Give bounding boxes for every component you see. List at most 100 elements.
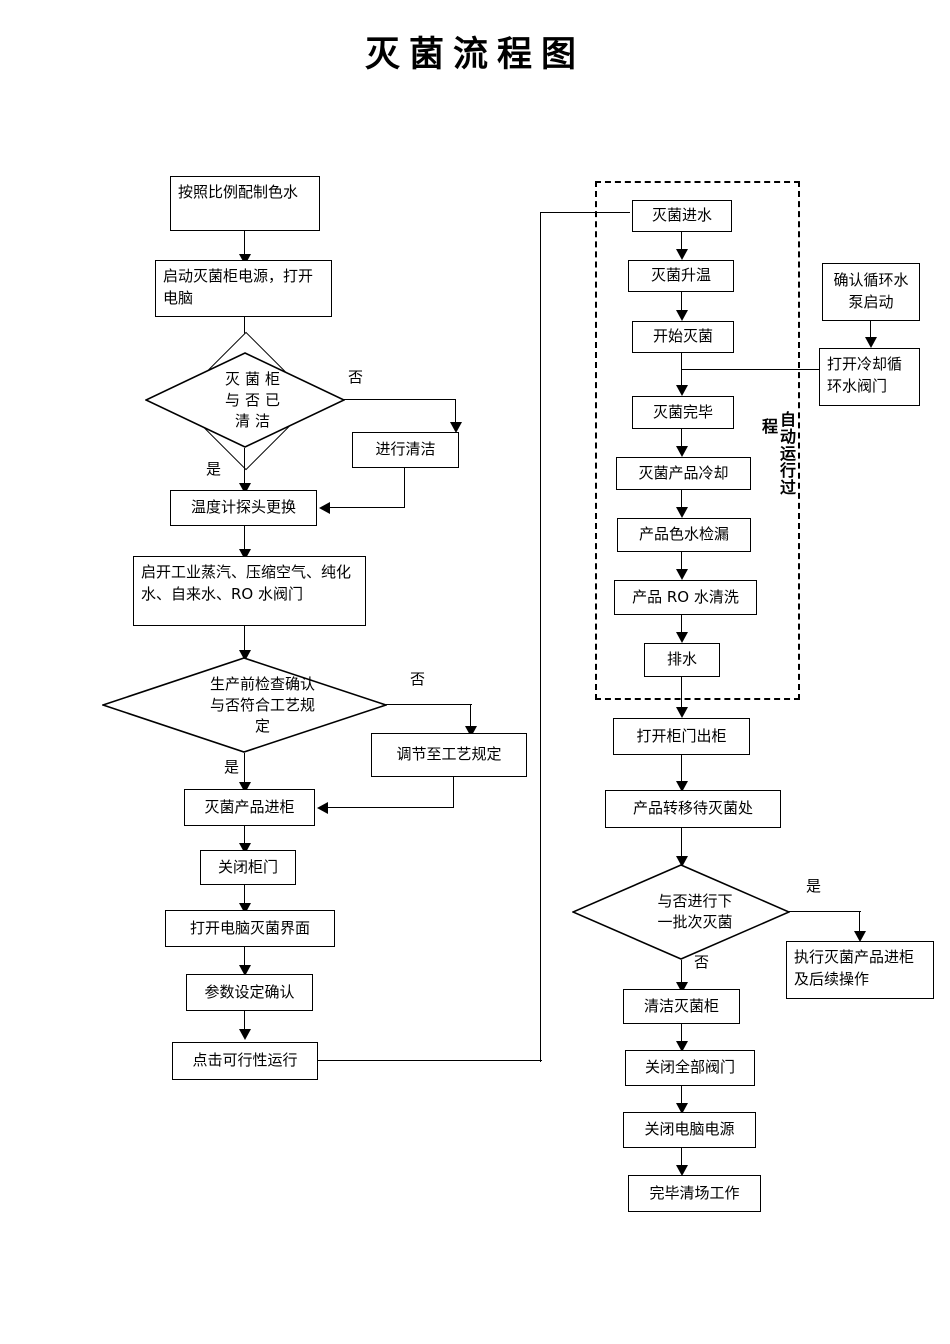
connector-d2-n7 — [244, 753, 246, 786]
arrowhead-down — [676, 632, 688, 643]
connector-d3-exec-v — [859, 911, 861, 935]
arrowhead-down — [239, 782, 251, 793]
connector-n4-n5 — [244, 526, 246, 553]
arrowhead-down — [676, 385, 688, 396]
branch-label-no-1: 否 — [348, 368, 364, 386]
branch-label-no-2: 否 — [410, 670, 426, 688]
connector-adjust-back-v — [453, 777, 455, 808]
connector-d2-adjust-h — [386, 704, 472, 706]
node-finish-clearance-work: 完毕清场工作 — [628, 1175, 761, 1212]
diamond-outline — [572, 864, 790, 960]
connector-r6-r7 — [681, 552, 683, 574]
arrowhead-down — [676, 310, 688, 321]
arrowhead-down — [676, 1165, 688, 1176]
connector-n2-d1 — [244, 317, 246, 345]
decision-preproduction-check: 生产前检查确认 与否符合工艺规 定 — [102, 657, 387, 753]
decision-label: 与否进行下 一批次灭菌 — [657, 892, 733, 931]
node-open-computer-sterilization-ui: 打开电脑灭菌界面 — [165, 910, 335, 947]
node-execute-next-load: 执行灭菌产品进柜及后续操作 — [786, 941, 934, 999]
arrowhead-down — [676, 507, 688, 518]
node-perform-cleaning: 进行清洁 — [352, 432, 459, 468]
node-sterilization-heating: 灭菌升温 — [628, 260, 734, 292]
node-open-utility-valves: 启开工业蒸汽、压缩空气、纯化水、自来水、RO 水阀门 — [133, 556, 366, 626]
connector-r8-r9 — [681, 677, 683, 711]
arrowhead-down — [676, 569, 688, 580]
arrowhead-down — [239, 1029, 251, 1040]
decision-cabinet-cleaned: 灭菌柜 与否已 清洁 — [145, 331, 345, 471]
arrowhead-down — [676, 707, 688, 718]
arrowhead-left — [317, 802, 328, 814]
connector-r10-d3 — [681, 828, 683, 860]
node-color-water-leak-test: 产品色水检漏 — [617, 518, 751, 552]
arrowhead-down — [465, 726, 477, 737]
connector-n7-n8 — [244, 826, 246, 847]
node-sterilization-complete: 灭菌完毕 — [632, 396, 734, 429]
connector-r4-r5 — [681, 429, 683, 451]
node-click-feasibility-run: 点击可行性运行 — [172, 1042, 318, 1080]
connector-n5-d2 — [244, 626, 246, 654]
connector-r12-r13 — [681, 1024, 683, 1046]
connector-d1-clean-v — [455, 399, 457, 426]
node-close-cabinet-door: 关闭柜门 — [200, 850, 296, 885]
node-clean-sterilizer: 清洁灭菌柜 — [623, 989, 740, 1024]
node-product-into-cabinet: 灭菌产品进柜 — [184, 789, 315, 826]
node-replace-thermometer-probe: 温度计探头更换 — [170, 490, 317, 526]
decision-label: 生产前检查确认 与否符合工艺规 定 — [209, 674, 315, 735]
connector-r7-r8 — [681, 615, 683, 637]
connector-clean-back-v — [404, 468, 406, 508]
connector-run-to-water-h2 — [540, 212, 630, 214]
node-parameter-setting-confirm: 参数设定确认 — [186, 974, 313, 1011]
connector-r9-r10 — [681, 755, 683, 785]
arrowhead-down — [676, 446, 688, 457]
automatic-process-label-col2: 程 — [759, 418, 778, 434]
diamond-outline — [145, 352, 345, 448]
arrowhead-down — [676, 1103, 688, 1114]
node-close-all-valves: 关闭全部阀门 — [625, 1050, 755, 1086]
connector-r1-r2 — [681, 232, 683, 254]
connector-d2-adjust-v — [470, 704, 472, 730]
connector-n10-n11 — [244, 1011, 246, 1033]
connector-r5-r6 — [681, 490, 683, 512]
node-transfer-product: 产品转移待灭菌处 — [605, 790, 781, 828]
node-start-sterilization: 开始灭菌 — [632, 321, 734, 353]
branch-label-yes-2: 是 — [224, 758, 240, 776]
page-title: 灭菌流程图 — [364, 34, 585, 75]
node-drain-water: 排水 — [644, 643, 720, 677]
arrowhead-down — [676, 856, 688, 867]
arrowhead-down — [676, 982, 688, 993]
connector-d1-clean-h — [344, 399, 456, 401]
connector-run-to-water-h1 — [317, 1060, 542, 1062]
connector-clean-back-h — [330, 507, 405, 509]
diamond-outline — [102, 657, 387, 753]
connector-s1-s2 — [870, 321, 872, 343]
connector-r14-r15 — [681, 1148, 683, 1170]
connector-d3-r12 — [681, 960, 683, 986]
automatic-process-label-col1: 自动运行过 — [777, 411, 796, 496]
arrowhead-left — [319, 502, 330, 514]
connector-d3-exec-h — [789, 911, 861, 913]
node-open-cooling-valve: 打开冷却循环水阀门 — [819, 348, 920, 406]
arrowhead-down — [676, 249, 688, 260]
connector-r3-r4 — [681, 353, 683, 390]
connector-n8-n9 — [244, 885, 246, 907]
automatic-process-group — [595, 181, 800, 700]
connector-d1-n4 — [244, 448, 246, 487]
node-shutdown-computer: 关闭电脑电源 — [623, 1112, 756, 1148]
arrowhead-down — [239, 965, 251, 976]
node-start-sterilizer-power: 启动灭菌柜电源，打开电脑 — [155, 260, 332, 317]
branch-label-yes-1: 是 — [206, 460, 222, 478]
node-confirm-circulation-pump: 确认循环水泵启动 — [822, 263, 920, 321]
node-product-cooling: 灭菌产品冷却 — [616, 457, 751, 490]
node-prepare-color-water: 按照比例配制色水 — [170, 176, 320, 231]
arrowhead-down — [239, 903, 251, 914]
arrowhead-down — [854, 931, 866, 942]
arrowhead-down — [239, 254, 251, 265]
arrowhead-down — [676, 1041, 688, 1052]
node-sterilization-water-in: 灭菌进水 — [632, 200, 732, 232]
connector-r2-r3 — [681, 292, 683, 315]
connector-r13-r14 — [681, 1086, 683, 1108]
connector-cooling-to-main — [681, 369, 820, 371]
decision-label: 灭菌柜 与否已 清洁 — [224, 369, 285, 430]
connector-n1-n2 — [244, 231, 246, 258]
